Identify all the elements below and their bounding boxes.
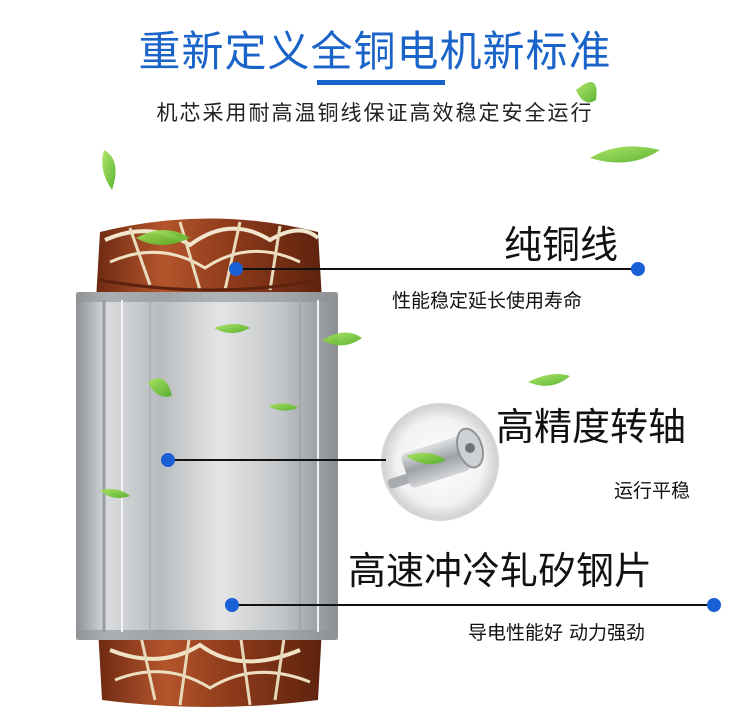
top-copper-winding (96, 218, 322, 300)
callout-line-shaft (168, 459, 386, 461)
feature-desc-copper-wire: 性能稳定延长使用寿命 (392, 290, 583, 312)
callout-dot-start-copper-wire (229, 262, 243, 276)
feature-title-silicon-steel: 高速冲冷轧矽钢片 (348, 549, 653, 593)
callout-dot-start-silicon-steel (225, 598, 239, 612)
feature-title-copper-wire: 纯铜线 (504, 223, 619, 267)
leaf-decoration-icon (100, 82, 660, 498)
page-subtitle: 机芯采用耐高温铜线保证高效稳定安全运行 (156, 101, 594, 125)
bottom-copper-winding (98, 628, 322, 707)
callout-dot-shaft (161, 453, 175, 467)
callout-dot-end-copper-wire (631, 262, 645, 276)
feature-title-shaft: 高精度转轴 (496, 405, 687, 449)
callout-dot-end-silicon-steel (707, 598, 721, 612)
page-title: 重新定义全铜电机新标准 (138, 27, 612, 76)
title-underline (317, 80, 445, 85)
callout-line-silicon-steel (232, 604, 714, 606)
feature-desc-shaft: 运行平稳 (614, 480, 691, 502)
steel-stator (76, 292, 338, 640)
feature-desc-silicon-steel: 导电性能好 动力强劲 (468, 622, 646, 644)
callout-line-copper-wire (236, 268, 638, 270)
